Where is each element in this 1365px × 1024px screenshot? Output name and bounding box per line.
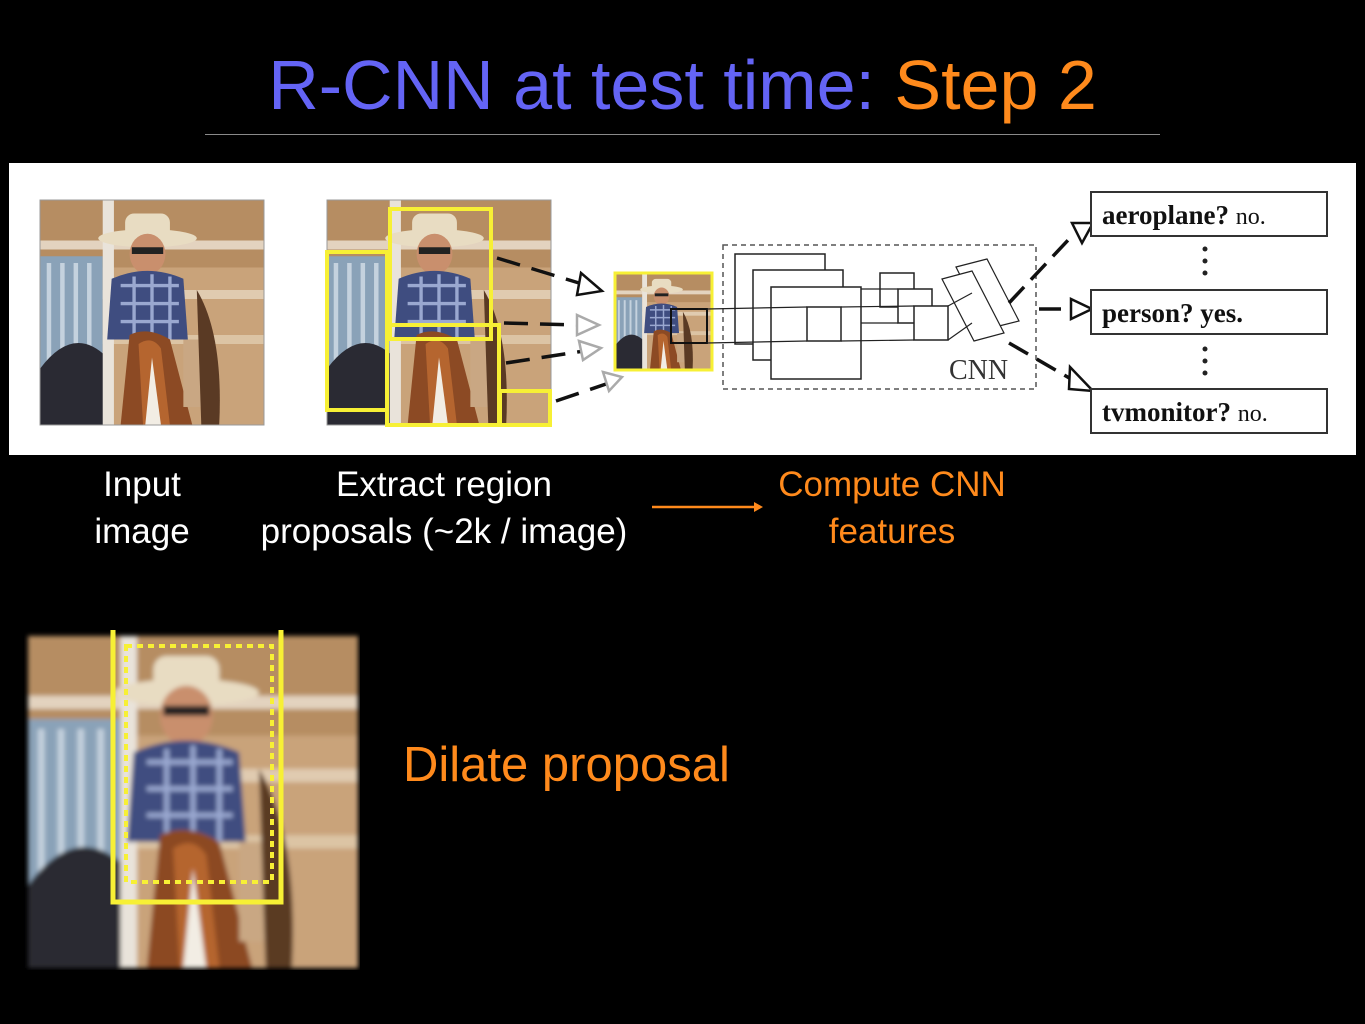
- title-highlight: Step 2: [894, 46, 1097, 124]
- step-arrow-icon: [652, 502, 763, 512]
- rcnn-pipeline-figure: CNN aeroplane? no. person? yes. tvmonito…: [9, 163, 1356, 455]
- output-answer-person: yes.: [1200, 298, 1243, 328]
- svg-text:aeroplane? no.: aeroplane? no.: [1102, 200, 1266, 230]
- dilate-proposal-caption: Dilate proposal: [403, 738, 730, 792]
- output-class-aeroplane: aeroplane?: [1102, 200, 1229, 230]
- slide-title: R-CNN at test time: Step 2: [0, 40, 1365, 130]
- step-compute-line2: features: [828, 512, 956, 551]
- svg-text:person? yes.: person? yes.: [1102, 298, 1243, 328]
- output-answer-aeroplane: no.: [1236, 204, 1266, 230]
- title-divider: [205, 134, 1160, 135]
- step-compute-cnn-features: Compute CNN features: [742, 461, 1042, 555]
- title-prefix: R-CNN at test time:: [268, 46, 895, 124]
- output-answer-tvmonitor: no.: [1238, 401, 1268, 427]
- svg-text:tvmonitor? no.: tvmonitor? no.: [1102, 397, 1268, 427]
- output-class-tvmonitor: tvmonitor?: [1102, 397, 1231, 427]
- dilate-example-image: [24, 624, 360, 970]
- step-input-line2: image: [94, 512, 190, 551]
- step-extract-line1: Extract region: [336, 465, 552, 504]
- output-class-person: person?: [1102, 298, 1194, 328]
- cnn-label: CNN: [949, 355, 1008, 386]
- step-input-image: Input image: [62, 461, 222, 555]
- step-extract-proposals: Extract region proposals (~2k / image): [230, 461, 658, 555]
- step-input-line1: Input: [103, 465, 181, 504]
- step-extract-line2: proposals (~2k / image): [260, 512, 628, 551]
- step-compute-line1: Compute CNN: [778, 465, 1006, 504]
